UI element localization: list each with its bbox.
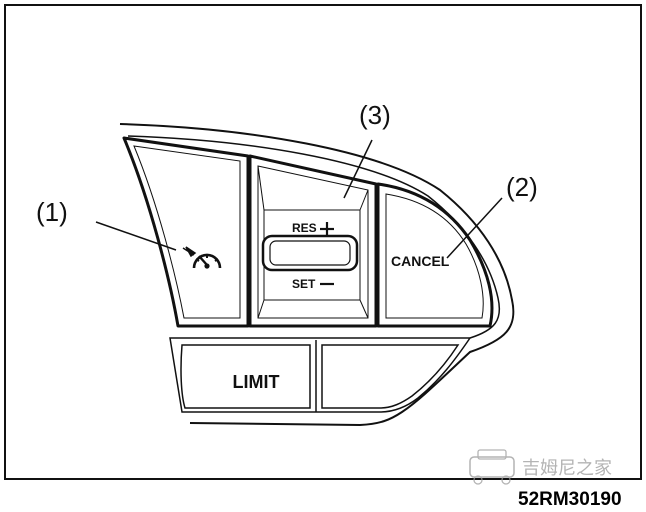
callout-3: (3) (359, 100, 391, 130)
watermark: 吉姆尼之家 (469, 449, 612, 485)
callout-1-leader (95, 221, 177, 251)
res-set-rocker-button (248, 154, 378, 328)
figure-code: 52RM30190 (518, 489, 622, 510)
callout-2-leader (446, 197, 503, 259)
cruise-control-icon (182, 246, 222, 269)
callout-2: (2) (506, 172, 538, 202)
limit-panel (169, 337, 472, 413)
cancel-label: CANCEL (391, 253, 450, 269)
spoke-outer-contour (119, 123, 515, 427)
plus-icon (320, 222, 334, 236)
callout-3-leader (343, 139, 373, 199)
watermark-text: 吉姆尼之家 (522, 458, 612, 479)
callout-1: (1) (36, 197, 68, 227)
res-label: RES (292, 221, 317, 235)
limit-button-label: LIMIT (233, 372, 280, 392)
figure-frame (4, 4, 642, 480)
cruise-main-button (122, 136, 250, 328)
jeep-logo-icon (469, 449, 515, 485)
cancel-button (376, 182, 494, 328)
spoke-inner-contour (127, 135, 501, 339)
set-label: SET (292, 277, 316, 291)
